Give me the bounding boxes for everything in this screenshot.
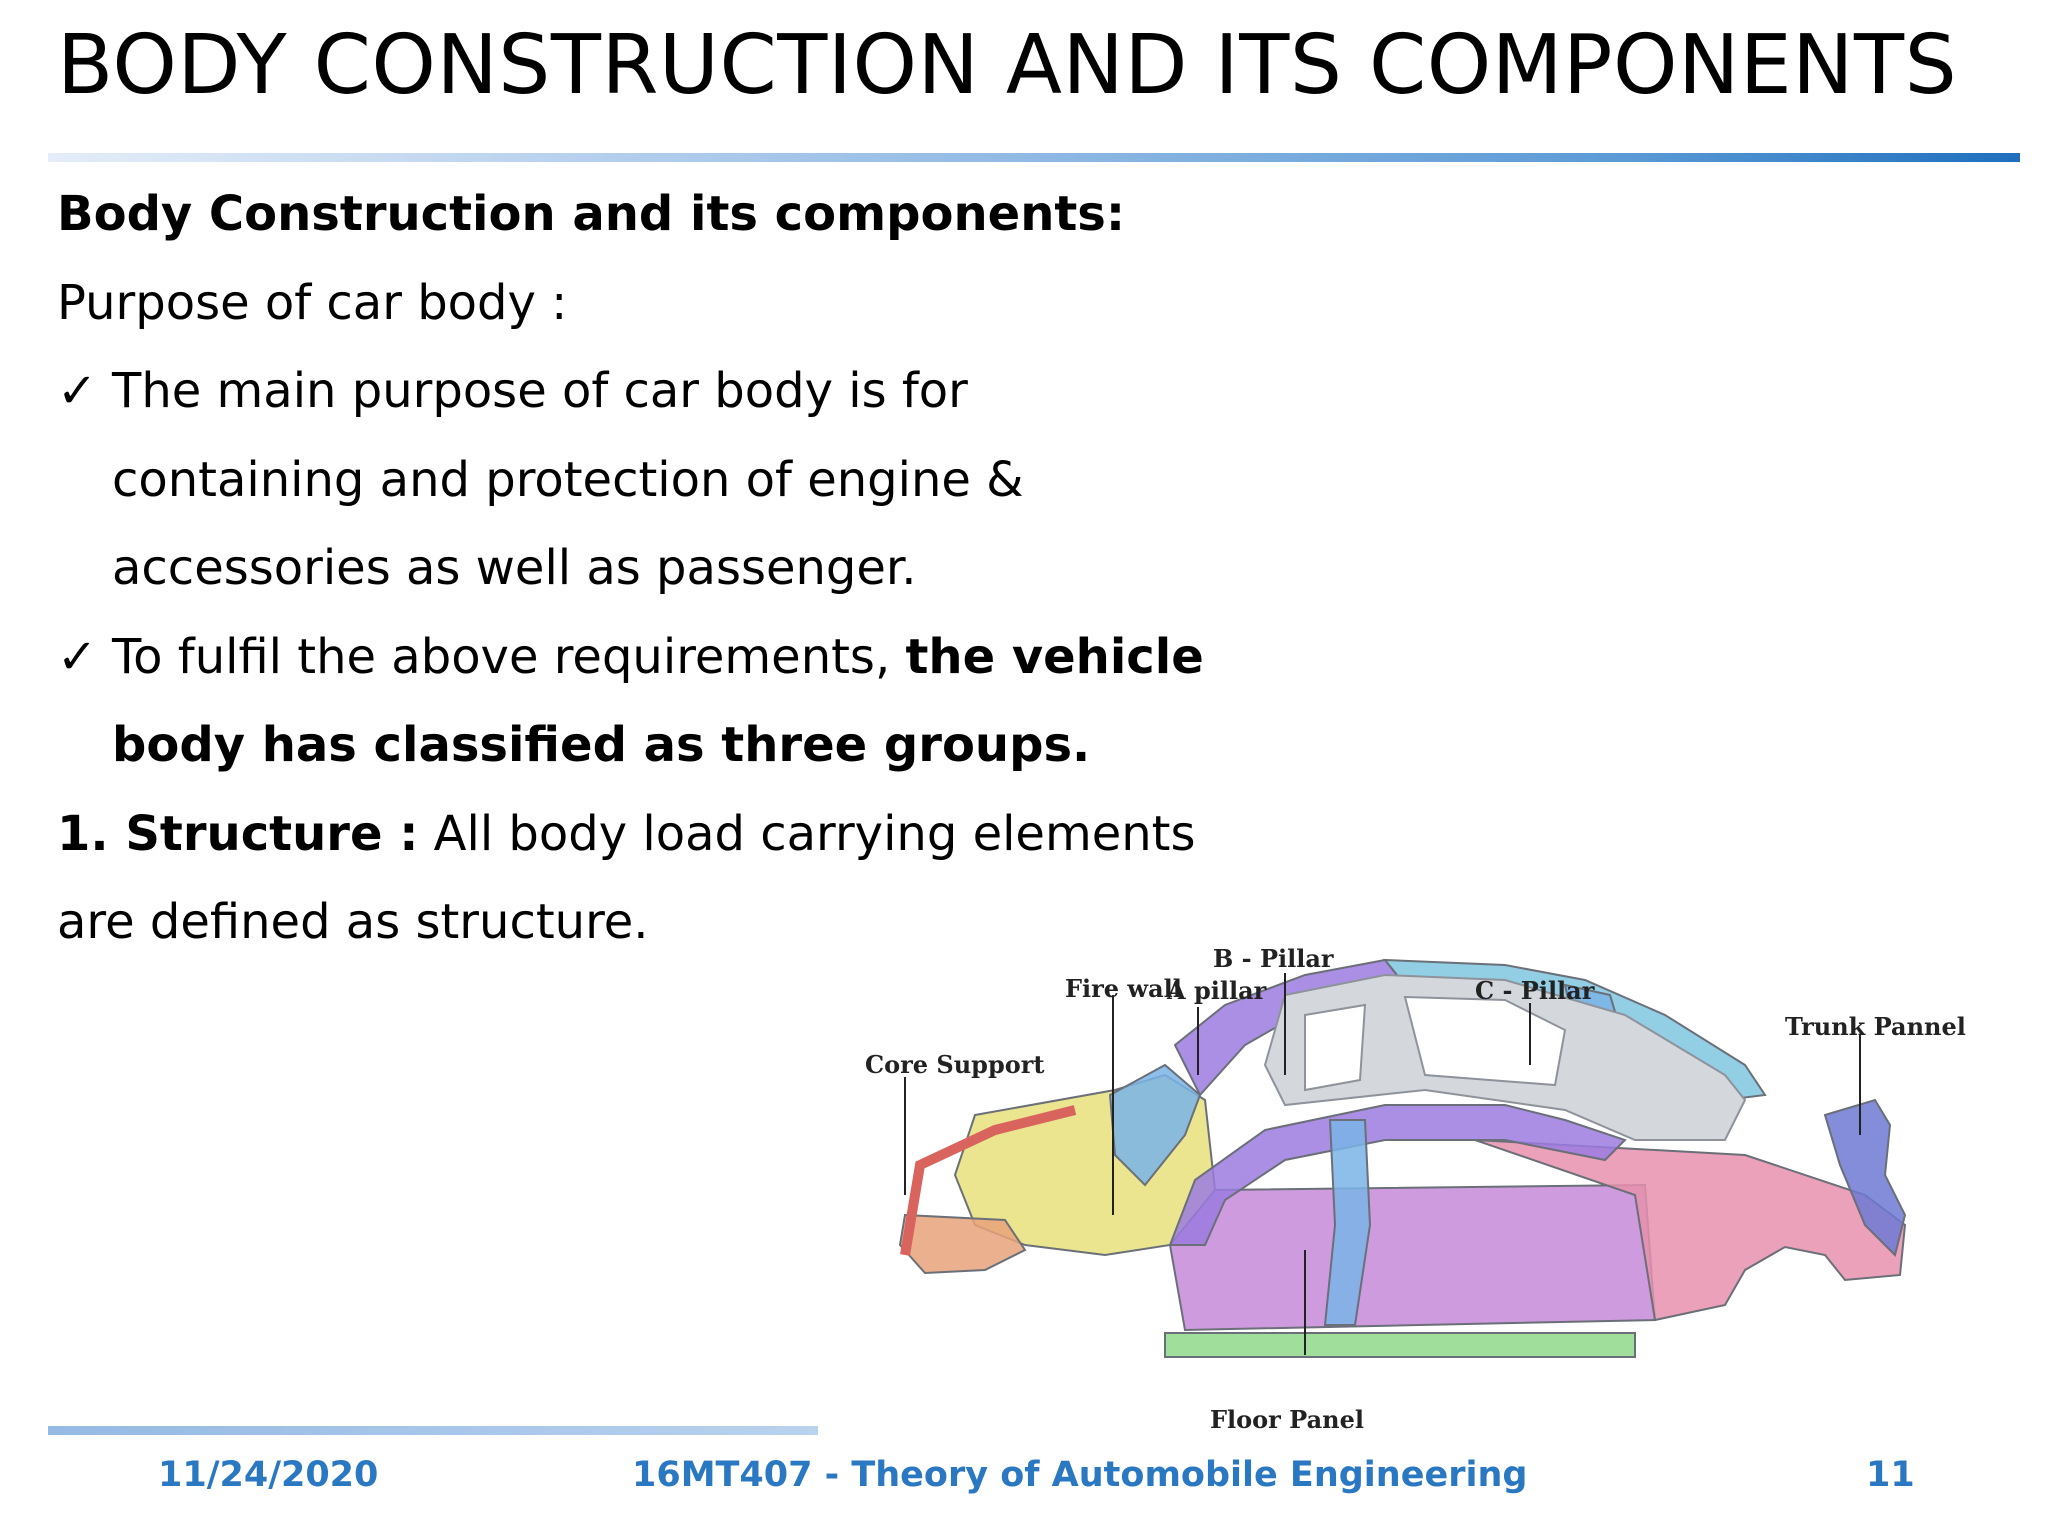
bullet-2-line-2: body has classified as three groups. <box>112 717 1091 773</box>
check-mark-icon: ✓ <box>57 628 98 685</box>
structure-line-1: 1. Structure : All body load carrying el… <box>57 805 1196 862</box>
label-trunk-pannel: Trunk Pannel <box>1785 1012 1966 1041</box>
footer-course-title: 16MT407 - Theory of Automobile Engineeri… <box>632 1455 1528 1495</box>
slide-body: Body Construction and its components: Pu… <box>57 170 1237 967</box>
car-body-diagram: B - Pillar Fire wall A pillar C - Pillar… <box>865 944 1966 1434</box>
floor-pan <box>1168 1183 1657 1332</box>
label-c-pillar: C - Pillar <box>1475 976 1595 1005</box>
core-support-member <box>900 1105 1077 1256</box>
bullet-1-line-2: containing and protection of engine & <box>112 451 1024 508</box>
cabin-window-c <box>1403 995 1567 1087</box>
section-heading: Body Construction and its components: <box>57 186 1126 242</box>
sill-panel <box>1164 1332 1636 1358</box>
label-fire-wall: Fire wall <box>1065 974 1182 1003</box>
door-frame <box>1168 1104 1627 1246</box>
footer-divider <box>48 1426 818 1435</box>
check-mark-icon: ✓ <box>57 363 98 419</box>
page-number: 11 <box>1866 1455 1915 1495</box>
a-pillar <box>1108 1063 1202 1187</box>
title-divider <box>48 153 2020 162</box>
footer-date: 11/24/2020 <box>158 1455 379 1495</box>
purpose-label: Purpose of car body : <box>57 274 568 331</box>
label-a-pillar: A pillar <box>1166 976 1267 1005</box>
cabin-window-b <box>1304 1003 1367 1092</box>
leader-lines <box>904 973 1861 1355</box>
bullet-1-line-3: accessories as well as passenger. <box>112 540 917 596</box>
bullet-1-line-1: ✓The main purpose of car body is for <box>57 347 1237 436</box>
structure-line-2: are defined as structure. <box>57 894 649 950</box>
label-core-support: Core Support <box>865 1050 1044 1079</box>
slide-title: BODY CONSTRUCTION AND ITS COMPONENTS <box>57 18 1958 113</box>
label-b-pillar: B - Pillar <box>1213 944 1334 973</box>
bullet-2-line-1: ✓To fulfil the above requirements, the v… <box>57 613 1237 702</box>
label-floor-panel: Floor Panel <box>1210 1405 1364 1434</box>
b-pillar <box>1323 1119 1372 1326</box>
trunk-panel <box>1823 1098 1907 1257</box>
front-lower-member <box>898 1213 1027 1275</box>
